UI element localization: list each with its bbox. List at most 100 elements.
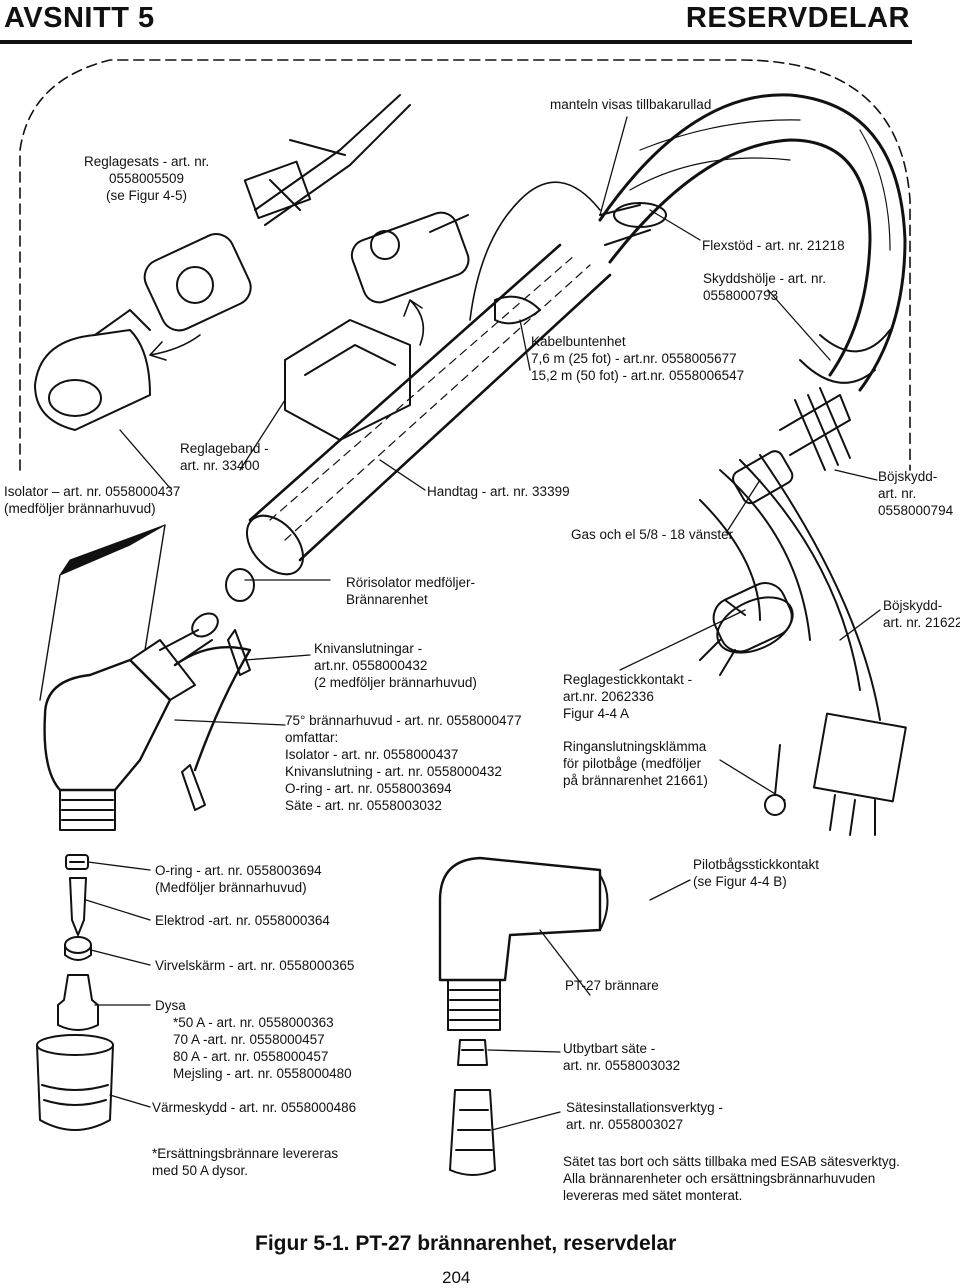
label-line: Knivanslutningar -: [314, 641, 423, 656]
label-line: Sätesinstallationsverktyg -: [566, 1100, 723, 1115]
label-control-kit: Reglagesats - art. nr. 0558005509 (se Fi…: [84, 153, 209, 204]
isolator-button: [34, 309, 151, 431]
label-line: Isolator - art. nr. 0558000437: [285, 747, 459, 762]
label-line: art. nr. 33400: [180, 458, 260, 473]
shield-cup-part: [36, 1034, 114, 1131]
control-kit: [143, 94, 411, 332]
label-oring: O-ring - art. nr. 0558003694 (Medföljer …: [155, 862, 322, 896]
page-header: AVSNITT 5 RESERVDELAR: [0, 0, 960, 44]
label-line: 80 A - art. nr. 0558000457: [173, 1049, 329, 1064]
label-line: Brännarenhet: [346, 592, 428, 607]
label-line: Böjskydd-: [883, 598, 943, 613]
label-gas-electric: Gas och el 5/8 - 18 vänster: [571, 527, 734, 542]
control-plug: [699, 582, 794, 676]
label-strain-relief-1: Böjskydd- art. nr. 0558000794: [878, 468, 953, 519]
label-line: (2 medföljer brännarhuvud): [314, 675, 477, 690]
label-line: Ringanslutningsklämma: [563, 739, 707, 754]
label-line: O-ring - art. nr. 0558003694: [155, 863, 322, 878]
label-seat-tool: Sätesinstallationsverktyg - art. nr. 055…: [566, 1099, 723, 1133]
label-line: Figur 4-4 A: [563, 706, 630, 721]
blade-connector-lead: [173, 645, 252, 772]
swirl-ring-part: [64, 936, 92, 961]
label-line: Reglagesats - art. nr.: [84, 154, 210, 169]
handle-tube: [245, 243, 612, 576]
label-heat-shield: Värmeskydd - art. nr. 0558000486: [152, 1100, 357, 1115]
sheath: [799, 329, 891, 384]
label-line: 7,6 m (25 fot) - art.nr. 0558005677: [531, 351, 737, 366]
label-line: med 50 A dysor.: [152, 1163, 249, 1178]
label-line: art. nr. 0558003027: [566, 1117, 684, 1132]
label-swirl-ring: Virvelskärm - art. nr. 0558000365: [155, 958, 355, 973]
nut-fitting: [225, 568, 255, 602]
seat-install-tool: [449, 1089, 496, 1176]
label-line: 70 A -art. nr. 0558000457: [173, 1032, 325, 1047]
label-line: 0558000794: [878, 503, 954, 518]
header-rule: [0, 40, 912, 44]
torch-head-75: [43, 639, 196, 831]
label-flex-support: Flexstöd - art. nr. 21218: [702, 238, 845, 253]
label-line: *50 A - art. nr. 0558000363: [173, 1015, 334, 1030]
label-line: art. nr. 0558003032: [563, 1058, 681, 1073]
label-replaceable-seat: Utbytbart säte - art. nr. 0558003032: [563, 1040, 680, 1074]
pt27-torch: [438, 856, 609, 1031]
label-line: art. nr. 21622: [883, 615, 960, 630]
label-line: Dysa: [155, 998, 186, 1013]
pilot-arc-plug: [813, 712, 907, 836]
label-line: O-ring - art. nr. 0558003694: [285, 781, 452, 796]
label-cable-bundle: Kabelbuntenhet 7,6 m (25 fot) - art.nr. …: [531, 333, 744, 384]
label-line: Böjskydd-: [878, 469, 938, 484]
section-title: AVSNITT 5: [4, 2, 155, 34]
label-seat-note: Sätet tas bort och sätts tillbaka med ES…: [563, 1153, 900, 1204]
label-line: för pilotbåge (medföljer: [563, 756, 702, 771]
label-pt27: PT-27 brännare: [565, 978, 659, 993]
gas-fitting: [732, 387, 851, 505]
label-line: Kabelbuntenhet: [531, 334, 626, 349]
electrode-part: [69, 877, 87, 936]
figure-caption: Figur 5-1. PT-27 brännarenhet, reservdel…: [255, 1232, 677, 1255]
label-isolator: Isolator – art. nr. 0558000437 (medfölje…: [4, 483, 180, 517]
assembly-arrow-1: [149, 334, 201, 361]
label-torch-head: 75° brännarhuvud - art. nr. 0558000477 o…: [285, 712, 522, 814]
label-line: (medföljer brännarhuvud): [4, 501, 156, 516]
label-line: (Medföljer brännarhuvud): [155, 880, 307, 895]
label-line: Mejsling - art. nr. 0558000480: [173, 1066, 352, 1081]
label-line: Säte - art. nr. 0558003032: [285, 798, 442, 813]
replaceable-seat: [457, 1039, 488, 1066]
label-pilot-arc-plug: Pilotbågsstickkontakt (se Figur 4-4 B): [693, 856, 819, 890]
label-line: art. nr.: [878, 486, 917, 501]
page-title: RESERVDELAR: [685, 2, 910, 34]
label-line: Pilotbågsstickkontakt: [693, 857, 820, 872]
label-line: 75° brännarhuvud - art. nr. 0558000477: [285, 713, 522, 728]
page-number: 204: [442, 1268, 471, 1287]
label-control-band: Reglageband - art. nr. 33400: [180, 440, 269, 474]
label-line: 15,2 m (50 fot) - art.nr. 0558006547: [531, 368, 745, 383]
label-line: Knivanslutning - art. nr. 0558000432: [285, 764, 502, 779]
assembly-arrow-2: [403, 299, 425, 346]
label-line: Alla brännarenheter och ersättningsbränn…: [563, 1171, 876, 1186]
cable-bundle-hose: [598, 93, 907, 392]
tube-insulator: [59, 524, 166, 576]
label-line: 0558005509: [108, 171, 185, 186]
label-line: Reglageband -: [180, 441, 269, 456]
label-line: art.nr. 2062336: [563, 689, 654, 704]
label-handle: Handtag - art. nr. 33399: [427, 484, 570, 499]
oring-part: [65, 854, 89, 870]
label-strain-relief-2: Böjskydd- art. nr. 21622: [883, 597, 960, 631]
saddle-bracket: [284, 319, 411, 441]
ring-terminal: [764, 744, 786, 816]
exploded-view-boundary: [19, 59, 911, 471]
control-cables: [699, 454, 881, 721]
label-line: *Ersättningsbrännare levereras: [152, 1146, 339, 1161]
label-line: omfattar:: [285, 730, 339, 745]
label-sheath: Skyddshölje - art. nr. 0558000793: [703, 270, 826, 304]
label-line: Sätet tas bort och sätts tillbaka med ES…: [563, 1154, 900, 1169]
leader-lines: [85, 116, 881, 1131]
label-line: på brännarenhet 21661): [563, 773, 708, 788]
flex-support: [599, 202, 667, 246]
label-electrode: Elektrod -art. nr. 0558000364: [155, 913, 330, 928]
label-line: (se Figur 4-5): [105, 188, 188, 203]
label-sheath-rolled-back: manteln visas tillbakarullad: [550, 97, 712, 112]
control-band: [494, 295, 541, 325]
label-line: 0558000793: [703, 288, 779, 303]
